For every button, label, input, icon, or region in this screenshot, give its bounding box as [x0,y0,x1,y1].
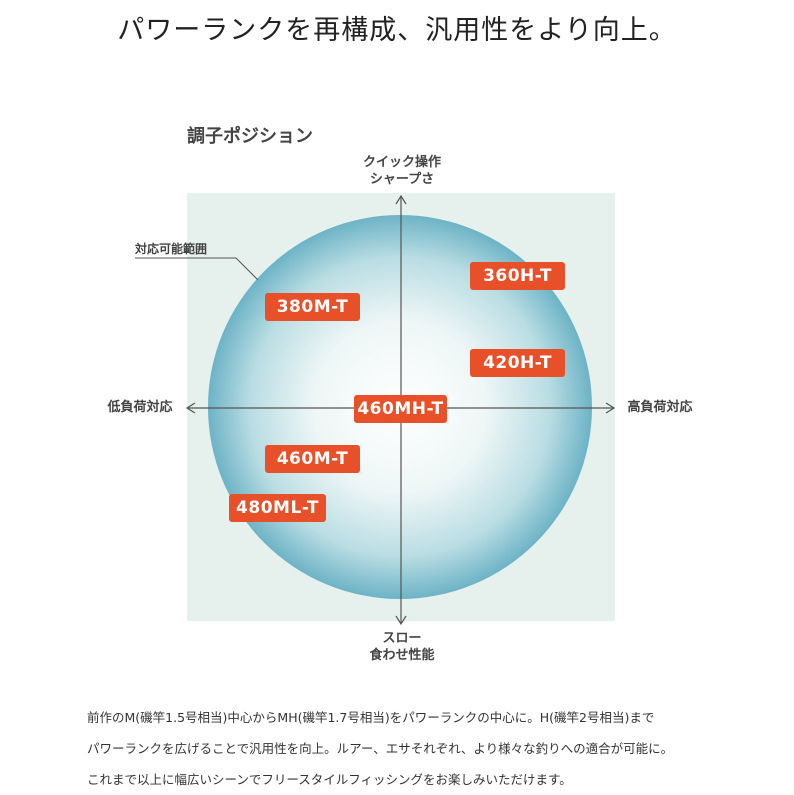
axis-bottom-line-1: スロー [382,631,422,646]
diagram-title: 調子ポジション [187,126,313,147]
arrow-left-icon [185,402,196,414]
rank-badge-360h: 360H-T [470,262,565,290]
description-line-3: これまで以上に幅広いシーンでフリースタイルフィッシングをお楽しみいただけます。 [87,772,572,787]
description-line-1: 前作のM(磯竿1.5号相当)中心からMH(磯竿1.7号相当)をパワーランクの中心… [87,710,655,725]
rank-badge-420h: 420H-T [470,349,565,377]
headline: パワーランクを再構成、汎用性をより向上。 [117,15,677,46]
description: 前作のM(磯竿1.5号相当)中心からMH(磯竿1.7号相当)をパワーランクの中心… [87,702,673,795]
axis-label-top: クイック操作 シャープさ [332,154,472,188]
arrow-right-icon [605,402,616,414]
range-label: 対応可能範囲 [135,242,208,256]
rank-badge-380m: 380M-T [265,293,360,321]
axis-label-right: 高負荷対応 [627,400,693,415]
axis-bottom-line-2: 食わせ性能 [369,648,435,663]
rank-badge-460mh: 460MH-T [354,395,447,423]
arrow-up-icon [395,194,407,205]
range-leader-line [135,257,259,281]
axis-top-line-1: クイック操作 [362,155,441,170]
axis-label-bottom: スロー 食わせ性能 [332,630,472,664]
description-line-2: パワーランクを広げることで汎用性を向上。ルアー、エサそれぞれ、より様々な釣りへの… [87,741,674,756]
arrow-down-icon [395,615,407,626]
axis-top-line-2: シャープさ [369,172,435,187]
rank-badge-460m: 460M-T [265,445,360,473]
axis-label-left: 低負荷対応 [107,400,173,415]
rank-badge-480ml: 480ML-T [229,494,326,522]
